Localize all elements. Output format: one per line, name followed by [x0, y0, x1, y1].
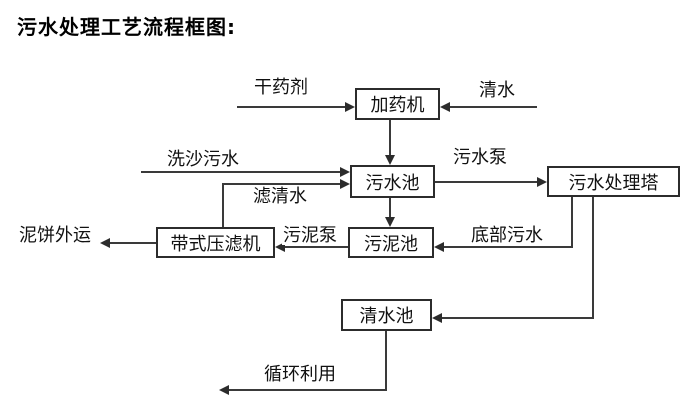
node-clean-water-pool: 清水池: [341, 299, 432, 331]
arrow-left-icon: [100, 238, 110, 248]
label-filtered-water: 滤清水: [252, 186, 308, 207]
node-treatment-tower: 污水处理塔: [547, 166, 680, 197]
arrow-left-icon: [434, 242, 444, 252]
node-dosing-machine: 加药机: [355, 88, 440, 120]
flow-line-filtered-water-riser: [222, 183, 224, 227]
flow-line-dosing-to-sewage: [389, 120, 391, 156]
arrow-left-icon: [432, 313, 442, 323]
arrow-right-icon: [340, 167, 350, 177]
label-bottom-sewage: 底部污水: [470, 225, 544, 246]
label-recycle-use: 循环利用: [263, 364, 337, 385]
diagram-title: 污水处理工艺流程框图:: [17, 15, 236, 39]
arrow-left-icon: [275, 242, 285, 252]
arrow-down-icon: [385, 217, 395, 227]
flow-line-tower-to-clean-drop: [592, 197, 594, 319]
flow-line-filtered-water: [222, 183, 342, 185]
arrow-right-icon: [345, 102, 355, 112]
label-clean-water: 清水: [478, 80, 516, 101]
label-dry-agent: 干药剂: [253, 77, 309, 98]
label-mud-cake-out: 泥饼外运: [18, 225, 92, 246]
arrow-left-icon: [219, 385, 229, 395]
flow-line-bottom-sewage: [444, 246, 573, 248]
arrow-left-icon: [440, 102, 450, 112]
label-sludge-pump: 污泥泵: [282, 225, 338, 246]
flow-line-clean-water: [450, 106, 537, 108]
label-sewage-pump: 污水泵: [452, 147, 508, 168]
flow-line-mud-cake-out: [110, 242, 156, 244]
flow-line-sewage-pump: [435, 181, 538, 183]
flow-line-recycle: [229, 389, 387, 391]
flow-line-tower-to-clean: [442, 317, 594, 319]
flow-line-dry-agent: [237, 106, 347, 108]
flow-line-sand-washing: [141, 171, 342, 173]
flow-line-sludge-pump: [285, 246, 348, 248]
node-sewage-pool: 污水池: [350, 165, 435, 198]
flow-line-bottom-sewage-drop: [571, 197, 573, 248]
flow-line-sewage-to-sludge: [389, 198, 391, 219]
node-belt-filter-press: 带式压滤机: [156, 227, 275, 258]
arrow-right-icon: [340, 179, 350, 189]
label-sand-washing-sewage: 洗沙污水: [166, 149, 240, 170]
arrow-right-icon: [537, 177, 547, 187]
node-sludge-pool: 污泥池: [348, 227, 434, 258]
arrow-down-icon: [385, 155, 395, 165]
flow-line-recycle-drop: [385, 331, 387, 391]
